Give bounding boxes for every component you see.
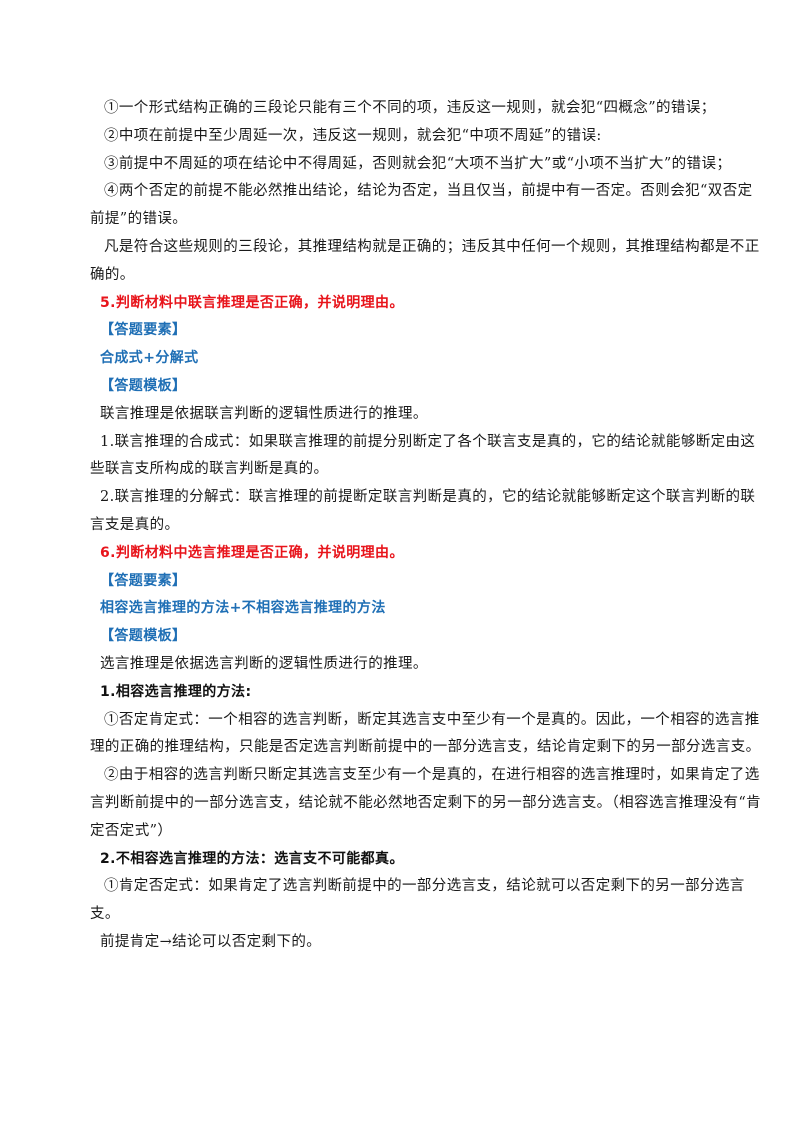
q5-item1-line-1: 1.联言推理的合成式：如果联言推理的前提分别断定了各个联言支是真的，它的结论就能… <box>100 433 756 450</box>
q5-item2-line-1: 2.联言推理的分解式：联言推理的前提断定联言判断是真的，它的结论就能够断定这个联… <box>100 489 756 506</box>
rule-2: ②中项在前提中至少周延一次，违反这一规则，就会犯“中项不周延”的错误: <box>104 127 602 144</box>
q6-sub1-item1-line-2: 理的正确的推理结构，只能是否定选言判断前提中的一部分选言支，结论肯定剩下的另一部… <box>90 739 761 756</box>
q6-sub1-item1-line-1: ①否定肯定式：一个相容的选言判断，断定其选言支中至少有一个是真的。因此，一个相容… <box>104 711 760 728</box>
q5-key-points: 合成式+分解式 <box>100 350 199 367</box>
q6-intro: 选言推理是依据选言判断的逻辑性质进行的推理。 <box>100 655 428 672</box>
rule-4-line-2: 前提”的错误。 <box>90 211 188 228</box>
q5-item1-line-2: 些联言支所构成的联言判断是真的。 <box>90 461 329 478</box>
q5-item2-line-2: 言支是真的。 <box>90 516 180 533</box>
document-content: ①一个形式结构正确的三段论只能有三个不同的项，违反这一规则，就会犯“四概念”的错… <box>90 95 762 957</box>
q6-key-points: 相容选言推理的方法+不相容选言推理的方法 <box>100 600 386 617</box>
q6-sub1-item2-line-2: 言判断前提中的一部分选言支，结论就不能必然地否定剩下的另一部分选言支。（相容选言… <box>90 794 762 811</box>
q5-intro: 联言推理是依据联言判断的逻辑性质进行的推理。 <box>100 405 428 422</box>
q6-sub2-item1-line-2: 支。 <box>90 906 120 923</box>
q5-heading: 5.判断材料中联言推理是否正确，并说明理由。 <box>100 294 404 311</box>
q6-key-points-label: 【答题要素】 <box>100 572 187 589</box>
q6-template-label: 【答题模板】 <box>100 628 187 645</box>
rule-4-line-1: ④两个否定的前提不能必然推出结论，结论为否定，当且仅当，前提中有一否定。否则会犯… <box>104 183 753 200</box>
q6-sub1-item2-line-1: ②由于相容的选言判断只断定其选言支至少有一个是真的，在进行相容的选言推理时，如果… <box>104 767 760 784</box>
rule-3: ③前提中不周延的项在结论中不得周延，否则就会犯“大项不当扩大”或“小项不当扩大”… <box>104 155 732 172</box>
q6-sub1-title: 1.相容选言推理的方法: <box>100 683 252 700</box>
q6-sub2-title: 2.不相容选言推理的方法：选言支不可能都真。 <box>100 850 404 867</box>
summary-line-2: 确的。 <box>90 266 135 283</box>
rule-1: ①一个形式结构正确的三段论只能有三个不同的项，违反这一规则，就会犯“四概念”的错… <box>104 100 716 116</box>
q6-sub1-item2-line-3: 定否定式”） <box>90 822 173 839</box>
summary-line-1: 凡是符合这些规则的三段论，其推理结构就是正确的；违反其中任何一个规则，其推理结构… <box>104 238 760 255</box>
q6-sub2-item1-line-1: ①肯定否定式：如果肯定了选言判断前提中的一部分选言支，结论就可以否定剩下的另一部… <box>104 878 745 895</box>
q6-heading: 6.判断材料中选言推理是否正确，并说明理由。 <box>100 544 404 561</box>
q5-template-label: 【答题模板】 <box>100 377 187 394</box>
q6-sub2-note: 前提肯定→结论可以否定剩下的。 <box>100 933 322 950</box>
q5-key-points-label: 【答题要素】 <box>100 322 187 339</box>
